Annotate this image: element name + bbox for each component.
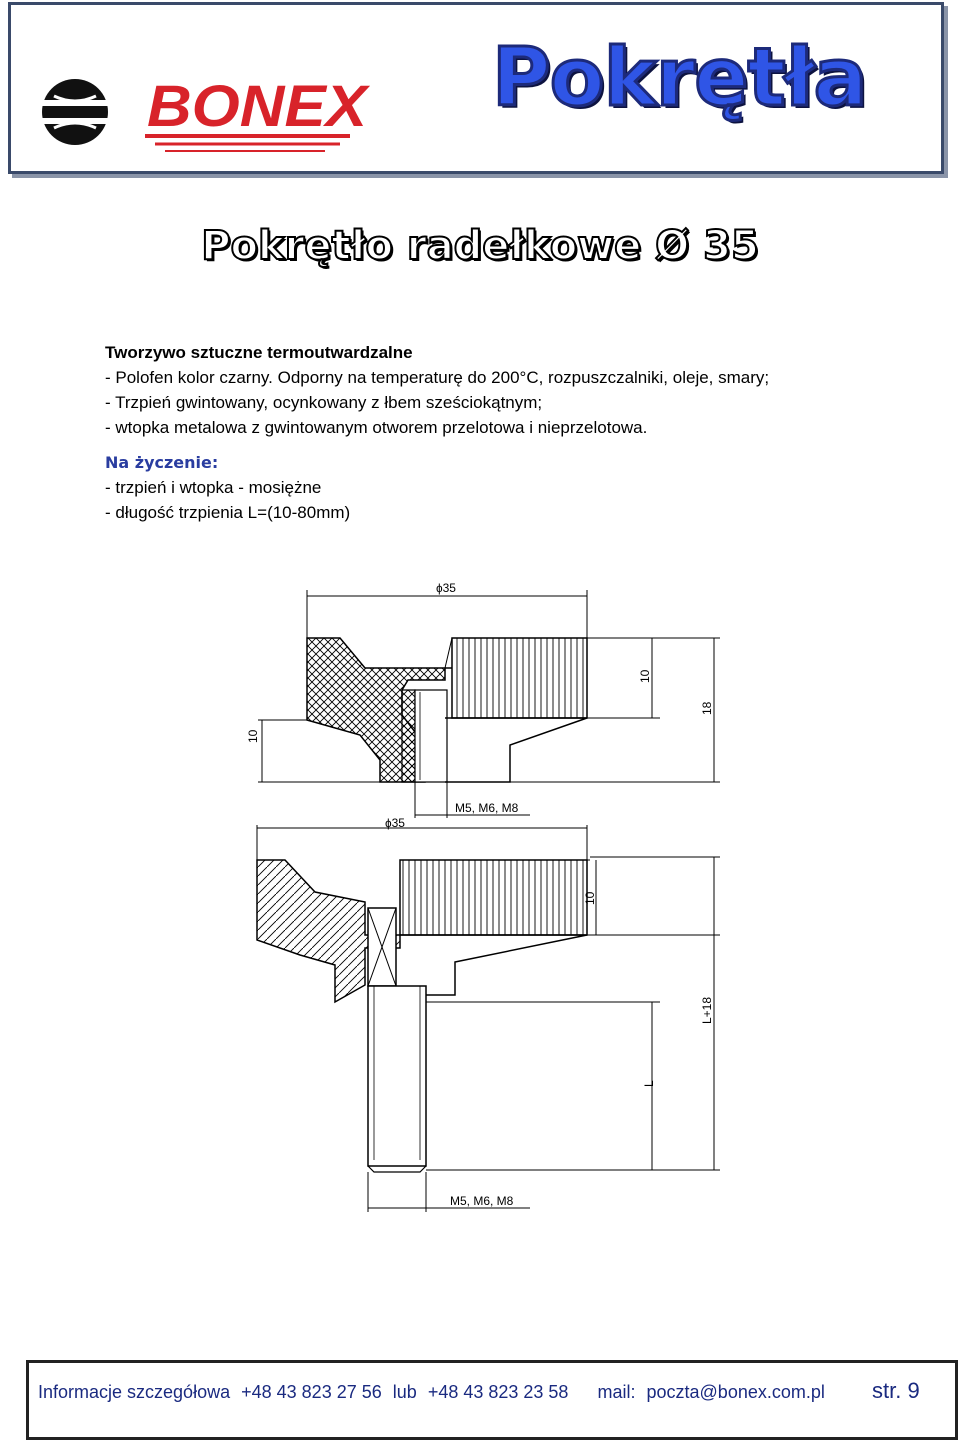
dim-total-length: L+18 <box>700 997 714 1024</box>
dim-height-total-top: 18 <box>700 701 714 715</box>
dim-diameter-bottom: ɸ35 <box>385 816 405 830</box>
on-request-line: - długość trzpienia L=(10-80mm) <box>105 503 351 522</box>
footer-or: lub <box>392 1382 417 1402</box>
knob-drawing-top: ɸ35 10 18 10 M5, M6, M8 <box>246 581 720 818</box>
product-description: Tworzywo sztuczne termoutwardzalne - Pol… <box>105 340 925 525</box>
thread-label-top: M5, M6, M8 <box>455 801 519 815</box>
footer-contact: Informacje szczegółowa +48 43 823 27 56 … <box>38 1382 831 1403</box>
on-request-line: - trzpień i wtopka - mosiężne <box>105 478 322 497</box>
footer-mail-label: mail: <box>597 1382 636 1402</box>
dim-height-left-top: 10 <box>246 729 260 743</box>
page-number: str. 9 <box>872 1378 920 1403</box>
material-heading: Tworzywo sztuczne termoutwardzalne <box>105 343 413 362</box>
dim-height-knurl-top: 10 <box>638 669 652 683</box>
material-line: - wtopka metalowa z gwintowanym otworem … <box>105 418 648 437</box>
footer-info-label: Informacje szczegółowa <box>38 1382 231 1402</box>
bonex-logo: BONEX <box>145 74 371 152</box>
on-request-heading: Na życzenie: <box>105 453 219 472</box>
knob-drawing-bottom: ɸ35 10 L+18 L M5, M6, M8 <box>256 816 720 1212</box>
footer-phone-2[interactable]: +48 43 823 23 58 <box>427 1382 569 1402</box>
dim-height-knurl-bottom: 10 <box>583 891 597 905</box>
dim-diameter-top: ɸ35 <box>436 581 456 595</box>
bonex-emblem-icon <box>42 79 108 145</box>
thread-label-bottom: M5, M6, M8 <box>450 1194 514 1208</box>
technical-drawing: ɸ35 10 18 10 M5, M6, M8 ɸ35 <box>246 581 720 1212</box>
banner-title: Pokrętła <box>490 31 868 124</box>
page-title: Pokrętło radełkowe Ø 35 <box>200 223 760 269</box>
footer-contact-box <box>26 1360 958 1440</box>
footer-phone-1[interactable]: +48 43 823 27 56 <box>241 1382 382 1402</box>
dim-stud-length: L <box>642 1080 656 1087</box>
material-line: - Trzpień gwintowany, ocynkowany z łbem … <box>105 393 543 412</box>
brand-name: BONEX <box>147 74 371 139</box>
footer-email-link[interactable]: poczta@bonex.com.pl <box>646 1382 825 1402</box>
material-line: - Polofen kolor czarny. Odporny na tempe… <box>105 368 770 387</box>
